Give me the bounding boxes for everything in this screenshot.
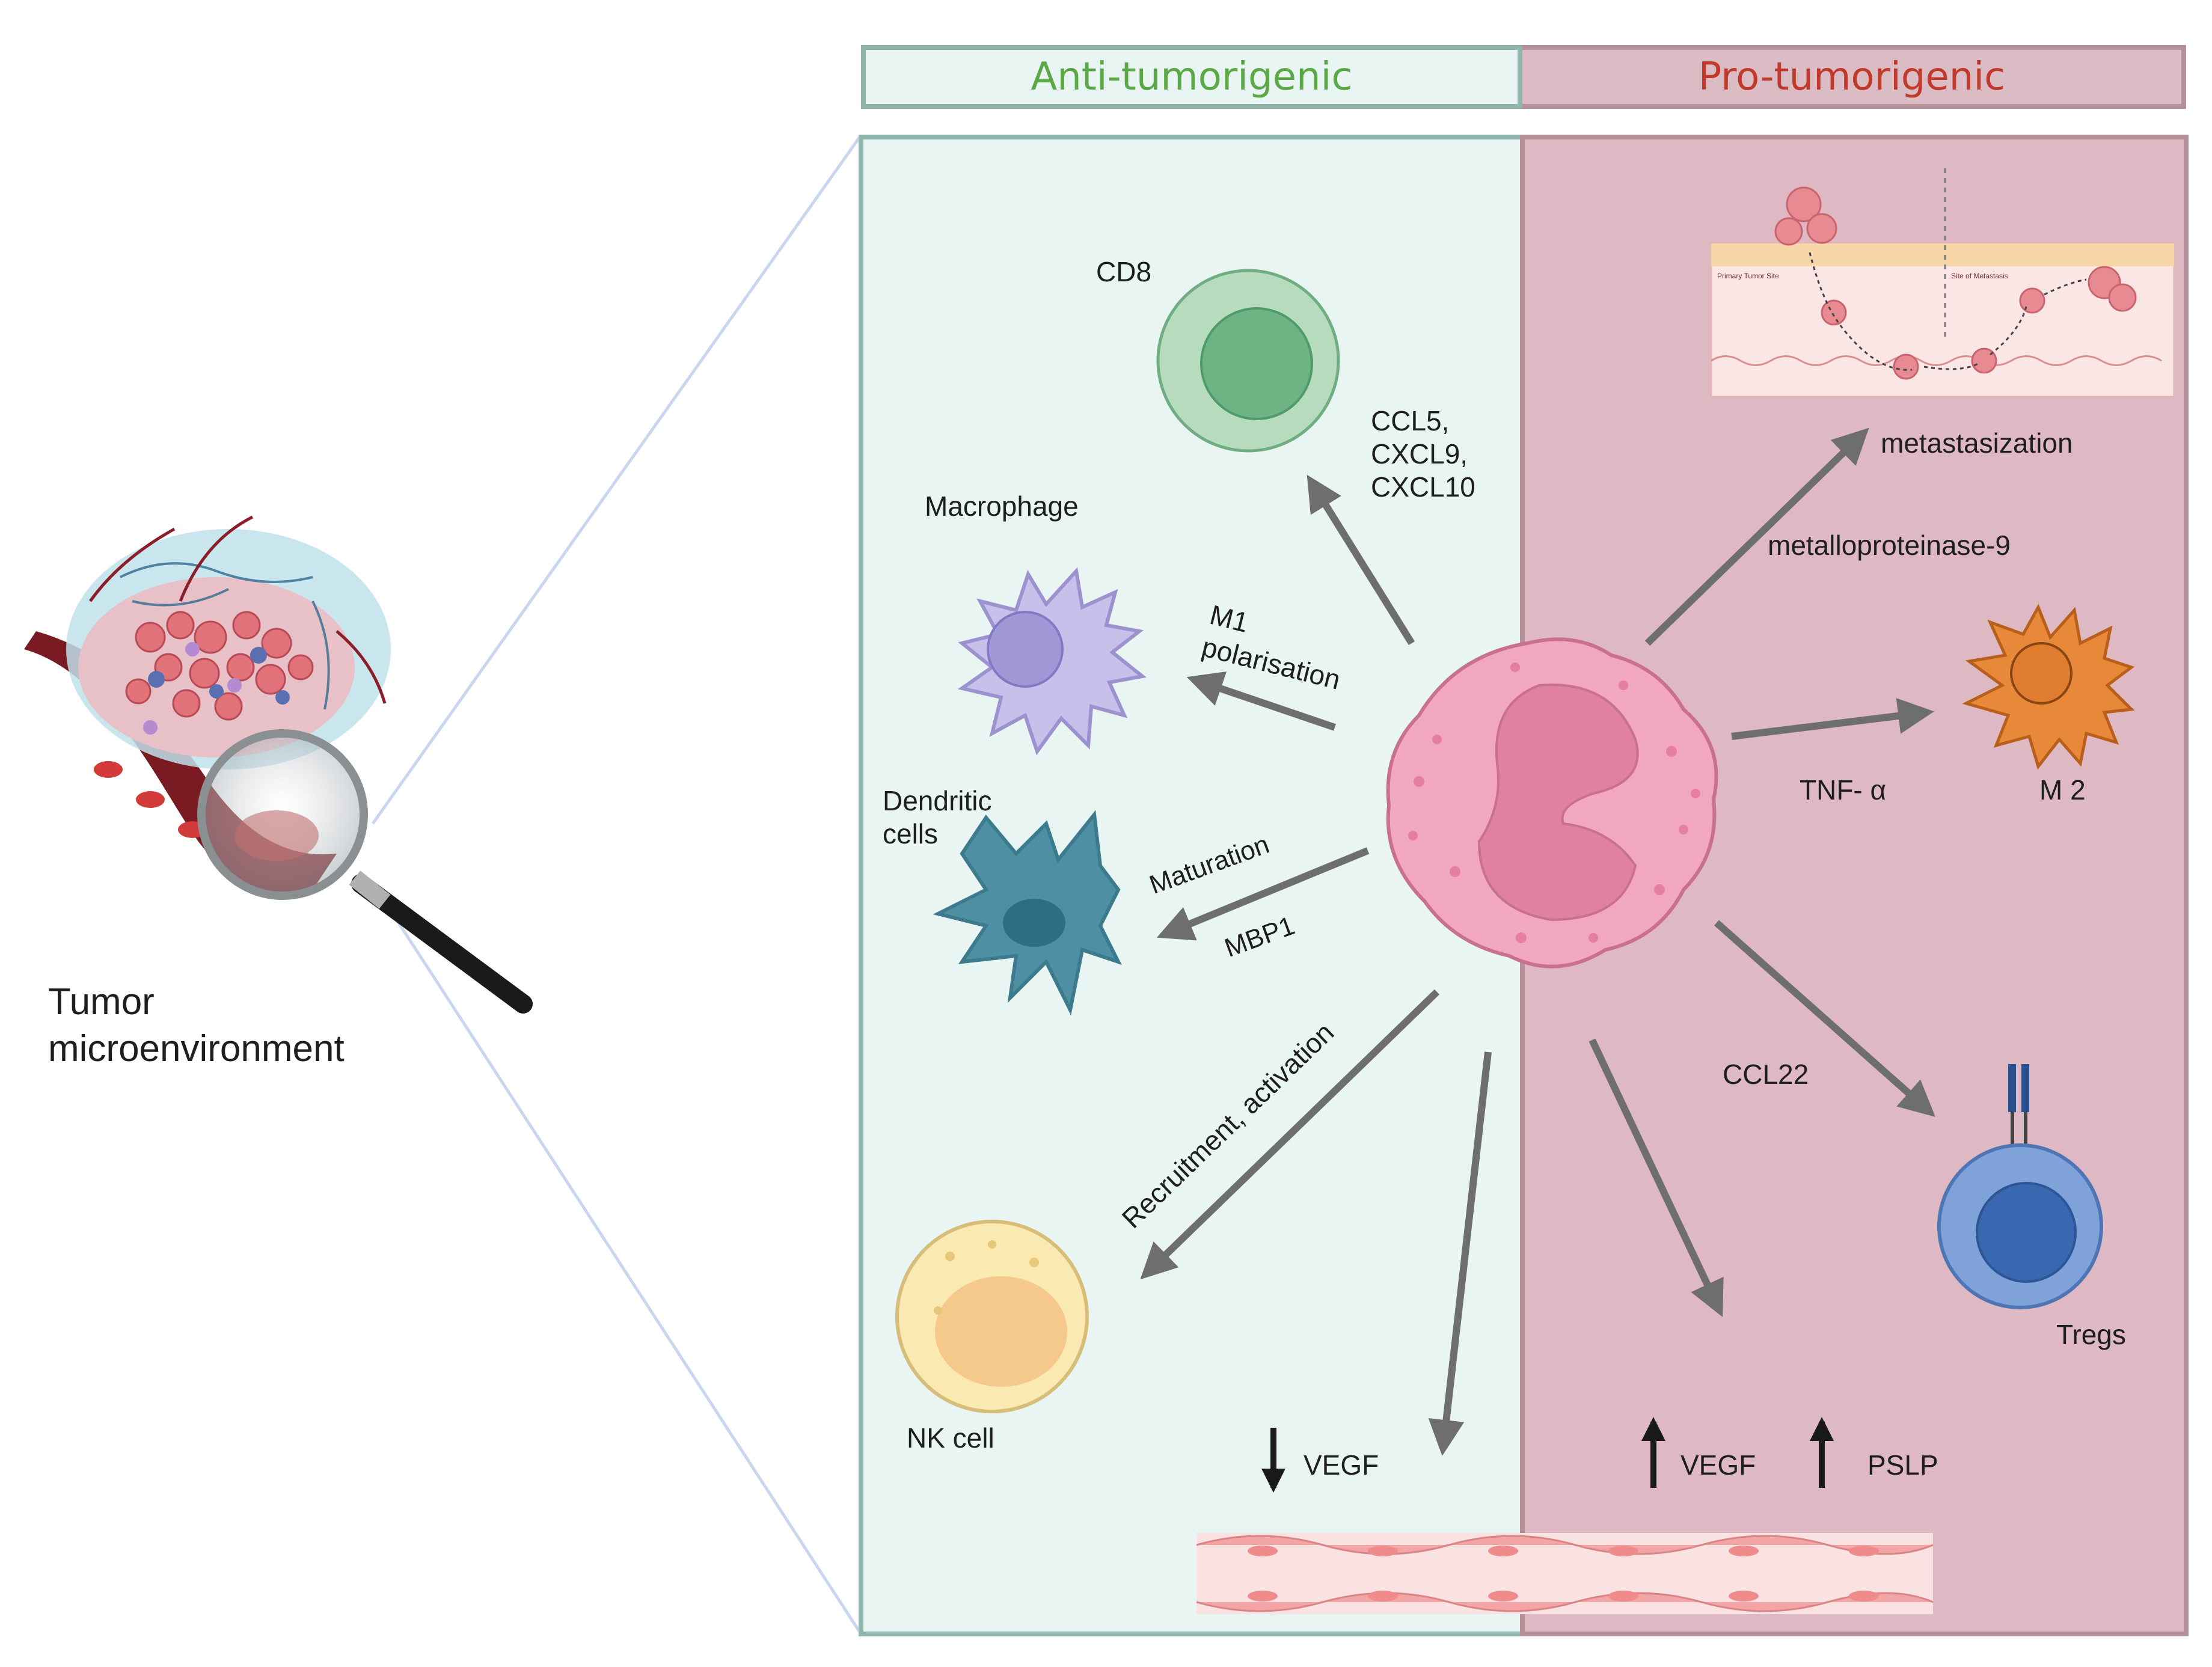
arrow-to-m2 [1731, 698, 1934, 740]
inset-metastasis-site-label: Site of Metastasis [1951, 272, 2008, 280]
macrophage-cell [957, 567, 1147, 756]
m2-macrophage-cell [1962, 604, 2135, 770]
header-anti-label: Anti-tumorigenic [1031, 55, 1353, 99]
nk-cell-label: NK cell [907, 1422, 994, 1454]
dendritic-line2: cells [883, 818, 939, 850]
arrow-to-metastasis [1644, 427, 1869, 646]
chemokines-label: CCL5, CXCL9, CXCL10 [1371, 405, 1475, 504]
arrow-to-nk [1140, 989, 1440, 1280]
tregs-label: Tregs [2056, 1319, 2126, 1350]
effect-arrows [1140, 427, 1935, 1456]
overview-title-line1: Tumor [48, 981, 155, 1023]
neutrophil-cell [1386, 637, 1718, 968]
header-pro-label: Pro-tumorigenic [1698, 55, 2006, 99]
ccl22-label: CCL22 [1723, 1059, 1809, 1090]
mmp9-label: metalloproteinase-9 [1768, 530, 2011, 561]
arrow-to-treg [1714, 920, 1935, 1117]
arrow-to-dendritic [1156, 847, 1370, 941]
level-arrows [1261, 1417, 1834, 1493]
chemokine-cxcl9: CXCL9, [1371, 438, 1468, 470]
pslp-up-label: PSLP [1867, 1449, 1938, 1481]
dendritic-cells-label: Dendritic cells [883, 785, 992, 851]
dendritic-cell [933, 810, 1122, 1016]
inset-primary-site-label: Primary Tumor Site [1717, 272, 1779, 280]
cd8-label: CD8 [1096, 256, 1152, 287]
macrophage-label: Macrophage [925, 491, 1079, 522]
metastasization-label: metastasization [1881, 427, 2073, 459]
zoom-lines [371, 134, 863, 1635]
blood-vessel [1196, 1533, 1934, 1614]
arrow-to-cd8 [1307, 474, 1415, 646]
arrow-to-vessel-pro [1589, 1038, 1724, 1317]
header-anti-tumorigenic: Anti-tumorigenic [861, 45, 1522, 109]
treg-cell [1937, 1064, 2103, 1309]
metastasis-inset [1710, 168, 2175, 398]
header-pro-tumorigenic: Pro-tumorigenic [1522, 45, 2186, 109]
tumor-illustration [24, 515, 533, 1014]
arrow-to-vessel-anti [1428, 1051, 1492, 1456]
nk-cell [895, 1220, 1089, 1413]
tnf-alpha-label: TNF- α [1800, 774, 1887, 806]
vegf-up-label: VEGF [1680, 1449, 1756, 1481]
vegf-down-label: VEGF [1304, 1449, 1379, 1481]
chemokine-cxcl10: CXCL10 [1371, 471, 1475, 503]
dendritic-line1: Dendritic [883, 785, 992, 816]
cd8-cell [1156, 269, 1340, 453]
overview-title-line2: microenvironment [48, 1027, 345, 1069]
overview-title: Tumor microenvironment [48, 979, 345, 1072]
m2-label: M 2 [2039, 774, 2086, 806]
arrow-to-macrophage [1186, 671, 1336, 731]
chemokine-ccl5: CCL5, [1371, 405, 1450, 436]
